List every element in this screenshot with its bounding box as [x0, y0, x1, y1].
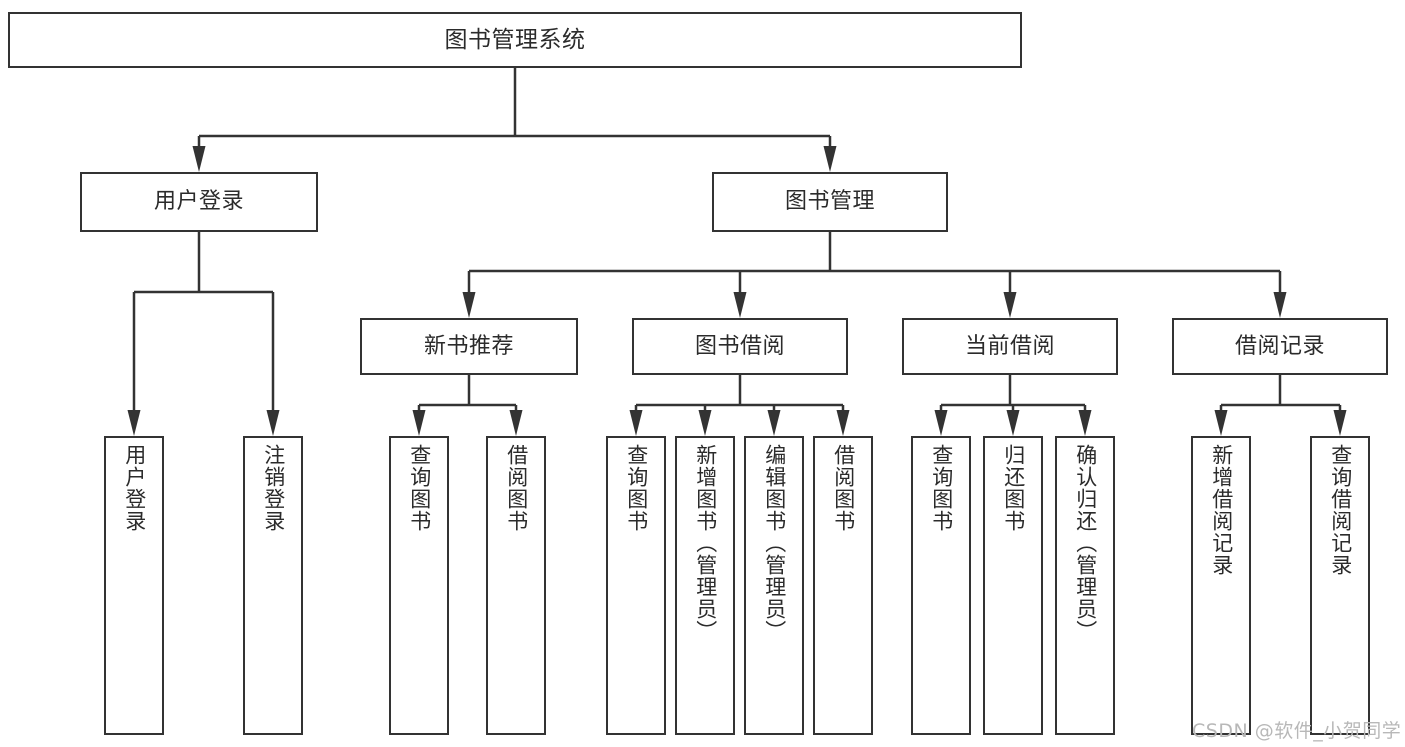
node-label-user-login: 用户登录: [153, 189, 244, 215]
watermark-text: CSDN @软件_小贺同学: [1192, 720, 1402, 742]
node-leaf-borrow-book-1[interactable]: 借阅图书: [486, 436, 546, 735]
book-borrow-leaf-0-arrowhead: [629, 410, 643, 436]
node-label-leaf-edit-book: 编辑图书（管理员）: [762, 444, 787, 642]
node-label-borrow-record: 借阅记录: [1234, 333, 1325, 359]
root-branch-1-arrowhead: [823, 146, 837, 172]
node-label-book-manage: 图书管理: [784, 189, 875, 215]
book-manage-branch-0-arrowhead: [462, 292, 476, 318]
book-manage-branch-2-arrowhead: [1003, 292, 1017, 318]
node-leaf-query-book-3[interactable]: 查询图书: [911, 436, 971, 735]
node-leaf-query-book-1[interactable]: 查询图书: [389, 436, 449, 735]
node-label-leaf-query-book-1: 查询图书: [407, 444, 432, 532]
user-login-branch-0-arrowhead: [127, 410, 141, 436]
node-label-leaf-confirm-return: 确认归还（管理员）: [1073, 444, 1098, 642]
new-book-recommend-leaf-1-arrowhead: [509, 410, 523, 436]
node-book-manage[interactable]: 图书管理: [712, 172, 948, 232]
book-manage-branch-3-arrowhead: [1273, 292, 1287, 318]
node-leaf-add-borrow-record[interactable]: 新增借阅记录: [1191, 436, 1251, 735]
node-label-leaf-logout-login: 注销登录: [261, 444, 286, 532]
user-login-branch-1-arrowhead: [266, 410, 280, 436]
new-book-recommend-leaf-0-arrowhead: [412, 410, 426, 436]
node-root[interactable]: 图书管理系统: [8, 12, 1022, 68]
node-leaf-add-book[interactable]: 新增图书（管理员）: [675, 436, 735, 735]
book-borrow-leaf-1-arrowhead: [698, 410, 712, 436]
book-manage-branch-1-arrowhead: [733, 292, 747, 318]
node-label-leaf-query-book-2: 查询图书: [624, 444, 649, 532]
current-borrow-leaf-0-arrowhead: [934, 410, 948, 436]
borrow-record-leaf-0-arrowhead: [1214, 410, 1228, 436]
node-label-leaf-query-borrow-record: 查询借阅记录: [1328, 444, 1353, 576]
node-label-leaf-add-book: 新增图书（管理员）: [693, 444, 718, 642]
node-label-current-borrow: 当前借阅: [964, 333, 1055, 359]
node-label-leaf-borrow-book-1: 借阅图书: [504, 444, 529, 532]
book-borrow-leaf-3-arrowhead: [836, 410, 850, 436]
node-borrow-record[interactable]: 借阅记录: [1172, 318, 1388, 375]
node-current-borrow[interactable]: 当前借阅: [902, 318, 1118, 375]
node-user-login[interactable]: 用户登录: [80, 172, 318, 232]
node-leaf-query-book-2[interactable]: 查询图书: [606, 436, 666, 735]
node-label-book-borrow: 图书借阅: [694, 333, 785, 359]
root-branch-0-arrowhead: [192, 146, 206, 172]
node-leaf-edit-book[interactable]: 编辑图书（管理员）: [744, 436, 804, 735]
node-label-new-book-recommend: 新书推荐: [423, 333, 514, 359]
node-leaf-user-login[interactable]: 用户登录: [104, 436, 164, 735]
current-borrow-leaf-2-arrowhead: [1078, 410, 1092, 436]
node-label-root: 图书管理系统: [444, 26, 586, 53]
node-book-borrow[interactable]: 图书借阅: [632, 318, 848, 375]
node-new-book-recommend[interactable]: 新书推荐: [360, 318, 578, 375]
node-leaf-logout-login[interactable]: 注销登录: [243, 436, 303, 735]
borrow-record-leaf-1-arrowhead: [1333, 410, 1347, 436]
node-leaf-query-borrow-record[interactable]: 查询借阅记录: [1310, 436, 1370, 735]
node-label-leaf-return-book: 归还图书: [1001, 444, 1026, 532]
current-borrow-leaf-1-arrowhead: [1006, 410, 1020, 436]
node-label-leaf-query-book-3: 查询图书: [929, 444, 954, 532]
node-label-leaf-user-login: 用户登录: [122, 444, 147, 532]
book-borrow-leaf-2-arrowhead: [767, 410, 781, 436]
node-leaf-return-book[interactable]: 归还图书: [983, 436, 1043, 735]
node-leaf-confirm-return[interactable]: 确认归还（管理员）: [1055, 436, 1115, 735]
node-label-leaf-add-borrow-record: 新增借阅记录: [1209, 444, 1234, 576]
node-label-leaf-borrow-book-2: 借阅图书: [831, 444, 856, 532]
node-leaf-borrow-book-2[interactable]: 借阅图书: [813, 436, 873, 735]
